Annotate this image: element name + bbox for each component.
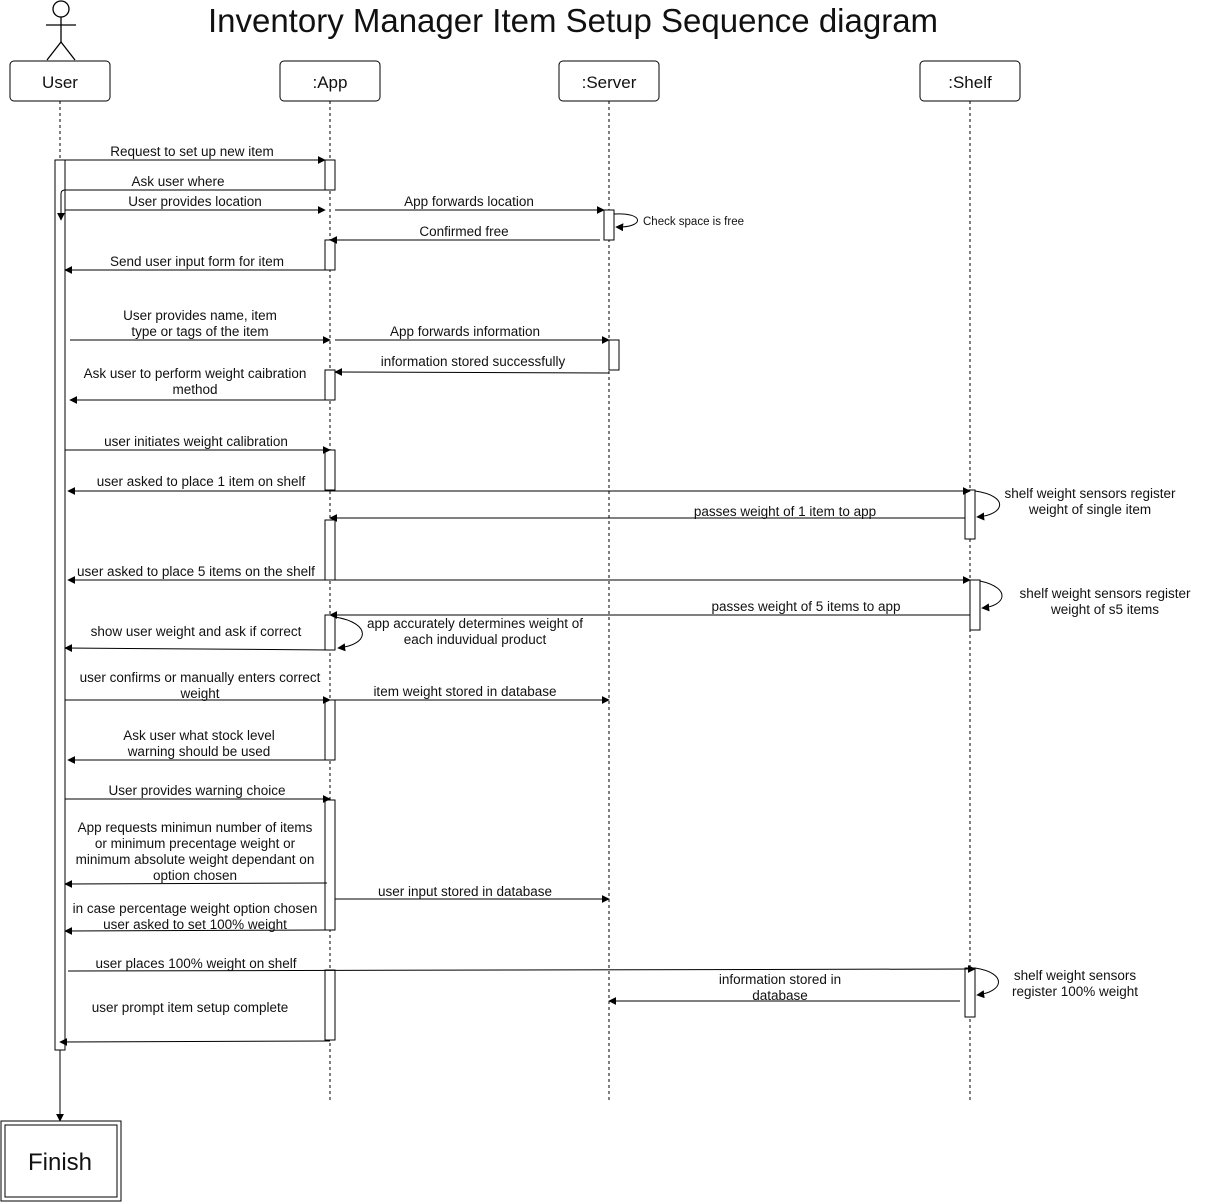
message-labels: Request to set up new item Ask user wher… [73,144,1191,1015]
participant-shelf: :Shelf [919,60,1021,102]
activation-shelf [969,579,981,631]
self-message-arrow [974,490,1001,521]
activation-app [324,969,336,1041]
diagram-title: Inventory Manager Item Setup Sequence di… [208,2,938,39]
finish-label: Finish [28,1149,92,1176]
activation-app [324,799,336,931]
self-message-arrow [334,616,363,652]
message-label: information stored successfully [381,354,566,369]
participant-label: User [42,73,78,92]
activation-server [608,339,620,371]
message-arrow [57,189,325,221]
message-label: Check space is free [643,216,744,228]
self-message-arrow [979,580,1003,612]
participant-label: :Server [582,73,637,92]
message-label: User provides location [128,194,262,209]
message-arrow [67,965,976,974]
participant-label: :Shelf [948,73,992,92]
participant-app: :App [279,60,381,102]
message-label: passes weight of 5 items to app [711,599,900,614]
activation-app [324,239,336,271]
message-label: user asked to place 1 item on shelf [97,474,306,489]
message-label: Ask user where [131,174,224,189]
activation-app [324,159,336,191]
message-label: user input stored in database [378,884,552,899]
activation-shelf [964,967,976,1018]
message-label: item weight stored in database [373,684,556,699]
message-label: Request to set up new item [110,144,274,159]
message-arrow [64,644,331,653]
participant-server: :Server [558,60,660,102]
participant-label: :App [313,73,348,92]
message-arrow [59,1037,331,1046]
message-arrow [64,879,328,888]
activation-user [54,159,66,1051]
message-label: user prompt item setup complete [92,1000,289,1015]
finish-box: Finish [0,1120,122,1202]
self-message-arrow [613,213,638,232]
message-label: user confirms or manually enters correct… [80,670,321,701]
message-arrow [334,368,610,377]
message-label: passes weight of 1 item to app [694,504,876,519]
activation-app [324,614,336,651]
message-arrow [64,926,331,935]
message-label: User provides warning choice [108,783,285,798]
message-label: App forwards information [390,324,540,339]
message-label: show user weight and ask if correct [91,624,302,639]
activation-shelf [964,489,976,540]
message-label: user asked to place 5 items on the shelf [77,564,315,579]
message-label: Send user input form for item [110,254,284,269]
activation-app [324,449,336,491]
message-label: user places 100% weight on shelf [95,956,296,971]
message-label: App forwards location [404,194,534,209]
participant-user: User [9,60,111,102]
message-label: Confirmed free [419,224,508,239]
message-label: user initiates weight calibration [104,434,288,449]
user-actor-icon [46,0,76,61]
activation-server [603,209,615,241]
activation-app [324,519,336,581]
activation-app [324,369,336,401]
activation-app [324,699,336,761]
self-message-arrow [974,967,999,999]
